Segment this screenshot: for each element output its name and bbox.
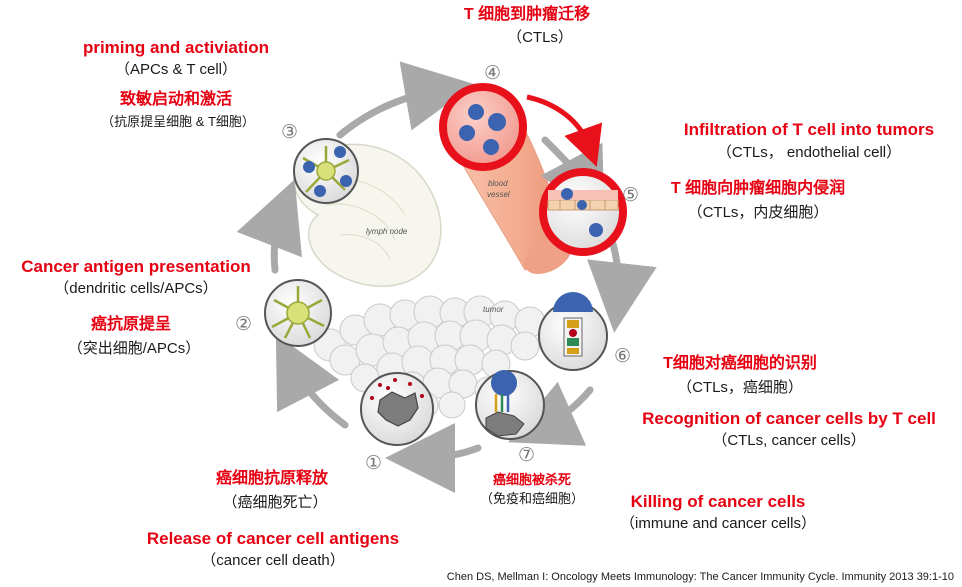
migration-red-arrow: [526, 94, 603, 167]
step4-migration-illustration: [439, 83, 527, 171]
step6-number: ⑥: [614, 345, 631, 367]
step1-antigen-release-illustration: [360, 372, 434, 446]
step4-zh-sub: （CTLs）: [507, 29, 573, 46]
step4-zh-title: T 细胞到肿瘤迁移: [463, 6, 591, 23]
step3-number: ③: [281, 121, 298, 143]
step5-zh-title: T 细胞向肿瘤细胞内侵润: [670, 180, 846, 197]
step2-zh-title: 癌抗原提呈: [90, 316, 172, 333]
citation: Chen DS, Mellman I: Oncology Meets Immun…: [446, 571, 954, 583]
step4-number: ④: [484, 62, 501, 84]
step5-en-sub: （CTLs， endothelial cell）: [716, 144, 902, 161]
step-numbers: ① ② ③ ④ ⑤ ⑥ ⑦: [235, 62, 639, 474]
step2-en-sub: （dendritic cells/APCs）: [54, 280, 218, 297]
blood-vessel-label-2: vessel: [487, 190, 510, 199]
step6-zh-sub: （CTLs，癌细胞）: [677, 379, 803, 396]
step2-number: ②: [235, 313, 252, 335]
step3-en-title: priming and activiation: [82, 38, 270, 57]
step6-en-title: Recognition of cancer cells by T cell: [642, 409, 936, 428]
step6-zh-title: T细胞对癌细胞的识别: [663, 355, 817, 372]
step2-en-title: Cancer antigen presentation: [21, 257, 251, 276]
step3-zh-title: 致敏启动和激活: [119, 91, 233, 108]
step7-en-sub: （immune and cancer cells）: [620, 515, 816, 532]
step3-priming-illustration: [293, 138, 359, 204]
tumor-label: tumor: [483, 305, 504, 314]
step5-zh-sub: （CTLs，内皮细胞）: [687, 204, 829, 221]
step7-zh-title: 癌细胞被杀死: [492, 472, 572, 487]
step1-en-sub: （cancer cell death）: [201, 552, 345, 569]
step3-en-sub: （APCs & T cell）: [115, 61, 237, 78]
step7-zh-sub: （免疫和癌细胞）: [479, 491, 585, 506]
step7-killing-illustration: [475, 370, 545, 440]
step2-dendritic-cell-illustration: [264, 279, 332, 347]
step1-en-title: Release of cancer cell antigens: [146, 529, 400, 548]
step3-zh-sub: （抗原提呈细胞 & T细胞）: [101, 114, 255, 129]
step6-recognition-illustration: [538, 292, 608, 371]
step5-infiltration-illustration: [539, 168, 627, 256]
step1-number: ①: [365, 452, 382, 474]
step5-en-title: Infiltration of T cell into tumors: [683, 120, 935, 139]
lymph-node-label: lymph node: [366, 227, 408, 236]
step6-en-sub: （CTLs, cancer cells）: [712, 432, 866, 449]
step7-number: ⑦: [518, 444, 535, 466]
step5-number: ⑤: [622, 184, 639, 206]
step1-zh-title: 癌细胞抗原释放: [215, 470, 329, 487]
step7-en-title: Killing of cancer cells: [630, 492, 806, 511]
step2-zh-sub: （突出细胞/APCs）: [67, 340, 201, 357]
cycle-arrows: [236, 61, 657, 493]
blood-vessel-label-1: blood: [488, 179, 508, 188]
step1-zh-sub: （癌细胞死亡）: [222, 494, 328, 511]
